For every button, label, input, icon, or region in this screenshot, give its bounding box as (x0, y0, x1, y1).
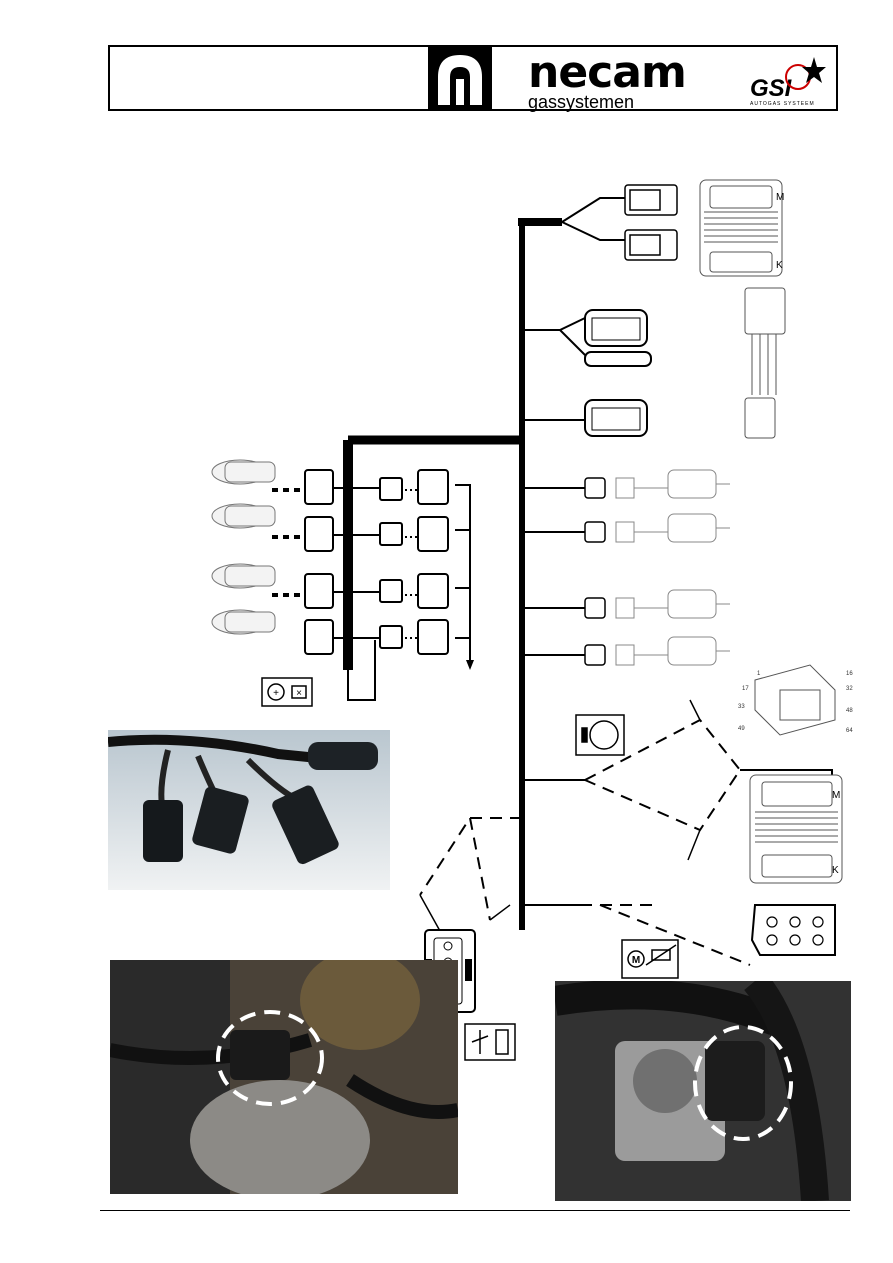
engine-photo-left (110, 960, 458, 1194)
injector-icon (211, 459, 276, 635)
ecu-bottom-label-m: M (832, 790, 840, 801)
temperature-sensor-icon (615, 469, 730, 666)
injector-symbol (261, 677, 313, 707)
ecu-icon (749, 774, 843, 884)
ecu-pinout-diagram (754, 664, 836, 736)
brand-subtitle: gassystemen (528, 92, 635, 112)
svg-text:33: 33 (738, 704, 745, 710)
ecu-top-label-k: K (776, 260, 783, 271)
motor-symbol-m: M (632, 955, 640, 966)
injector-connectors (304, 469, 449, 655)
svg-text:64: 64 (846, 728, 853, 734)
flat-connector (584, 351, 652, 367)
potentiometer-icon (464, 1023, 516, 1061)
ecu-plug-k (624, 229, 678, 261)
lambda-sensor-icon (575, 714, 625, 756)
necam-symbol-logo (428, 47, 492, 109)
svg-text:1: 1 (757, 671, 761, 677)
8-pin-connector-a (584, 309, 648, 347)
plus-symbol: + (273, 688, 279, 699)
page-header: necam gassystemen GSI AUTOGAS SYSTEEM (108, 45, 838, 111)
partner-logo: GSI (750, 75, 792, 102)
brand-name: necam (528, 47, 687, 98)
ecu-top-label-m: M (776, 192, 784, 203)
connector-photo (108, 730, 390, 890)
ecu-icon (699, 179, 786, 439)
svg-text:49: 49 (738, 726, 745, 732)
svg-text:48: 48 (846, 708, 853, 714)
footer-rule (100, 1210, 850, 1211)
star-icon (785, 57, 826, 90)
ecu-plug-m (624, 184, 678, 216)
cross-symbol: × (296, 688, 302, 699)
6-pin-throttle-connector (750, 904, 836, 956)
ecu-bottom-label-k: K (832, 865, 839, 876)
partner-subtitle: AUTOGAS SYSTEEM (750, 101, 815, 107)
8-pin-connector-b (584, 399, 648, 437)
svg-text:17: 17 (742, 686, 749, 692)
svg-text:16: 16 (846, 671, 853, 677)
engine-photo-right (555, 981, 851, 1201)
throttle-motor-icon (621, 939, 679, 979)
svg-text:32: 32 (846, 686, 853, 692)
